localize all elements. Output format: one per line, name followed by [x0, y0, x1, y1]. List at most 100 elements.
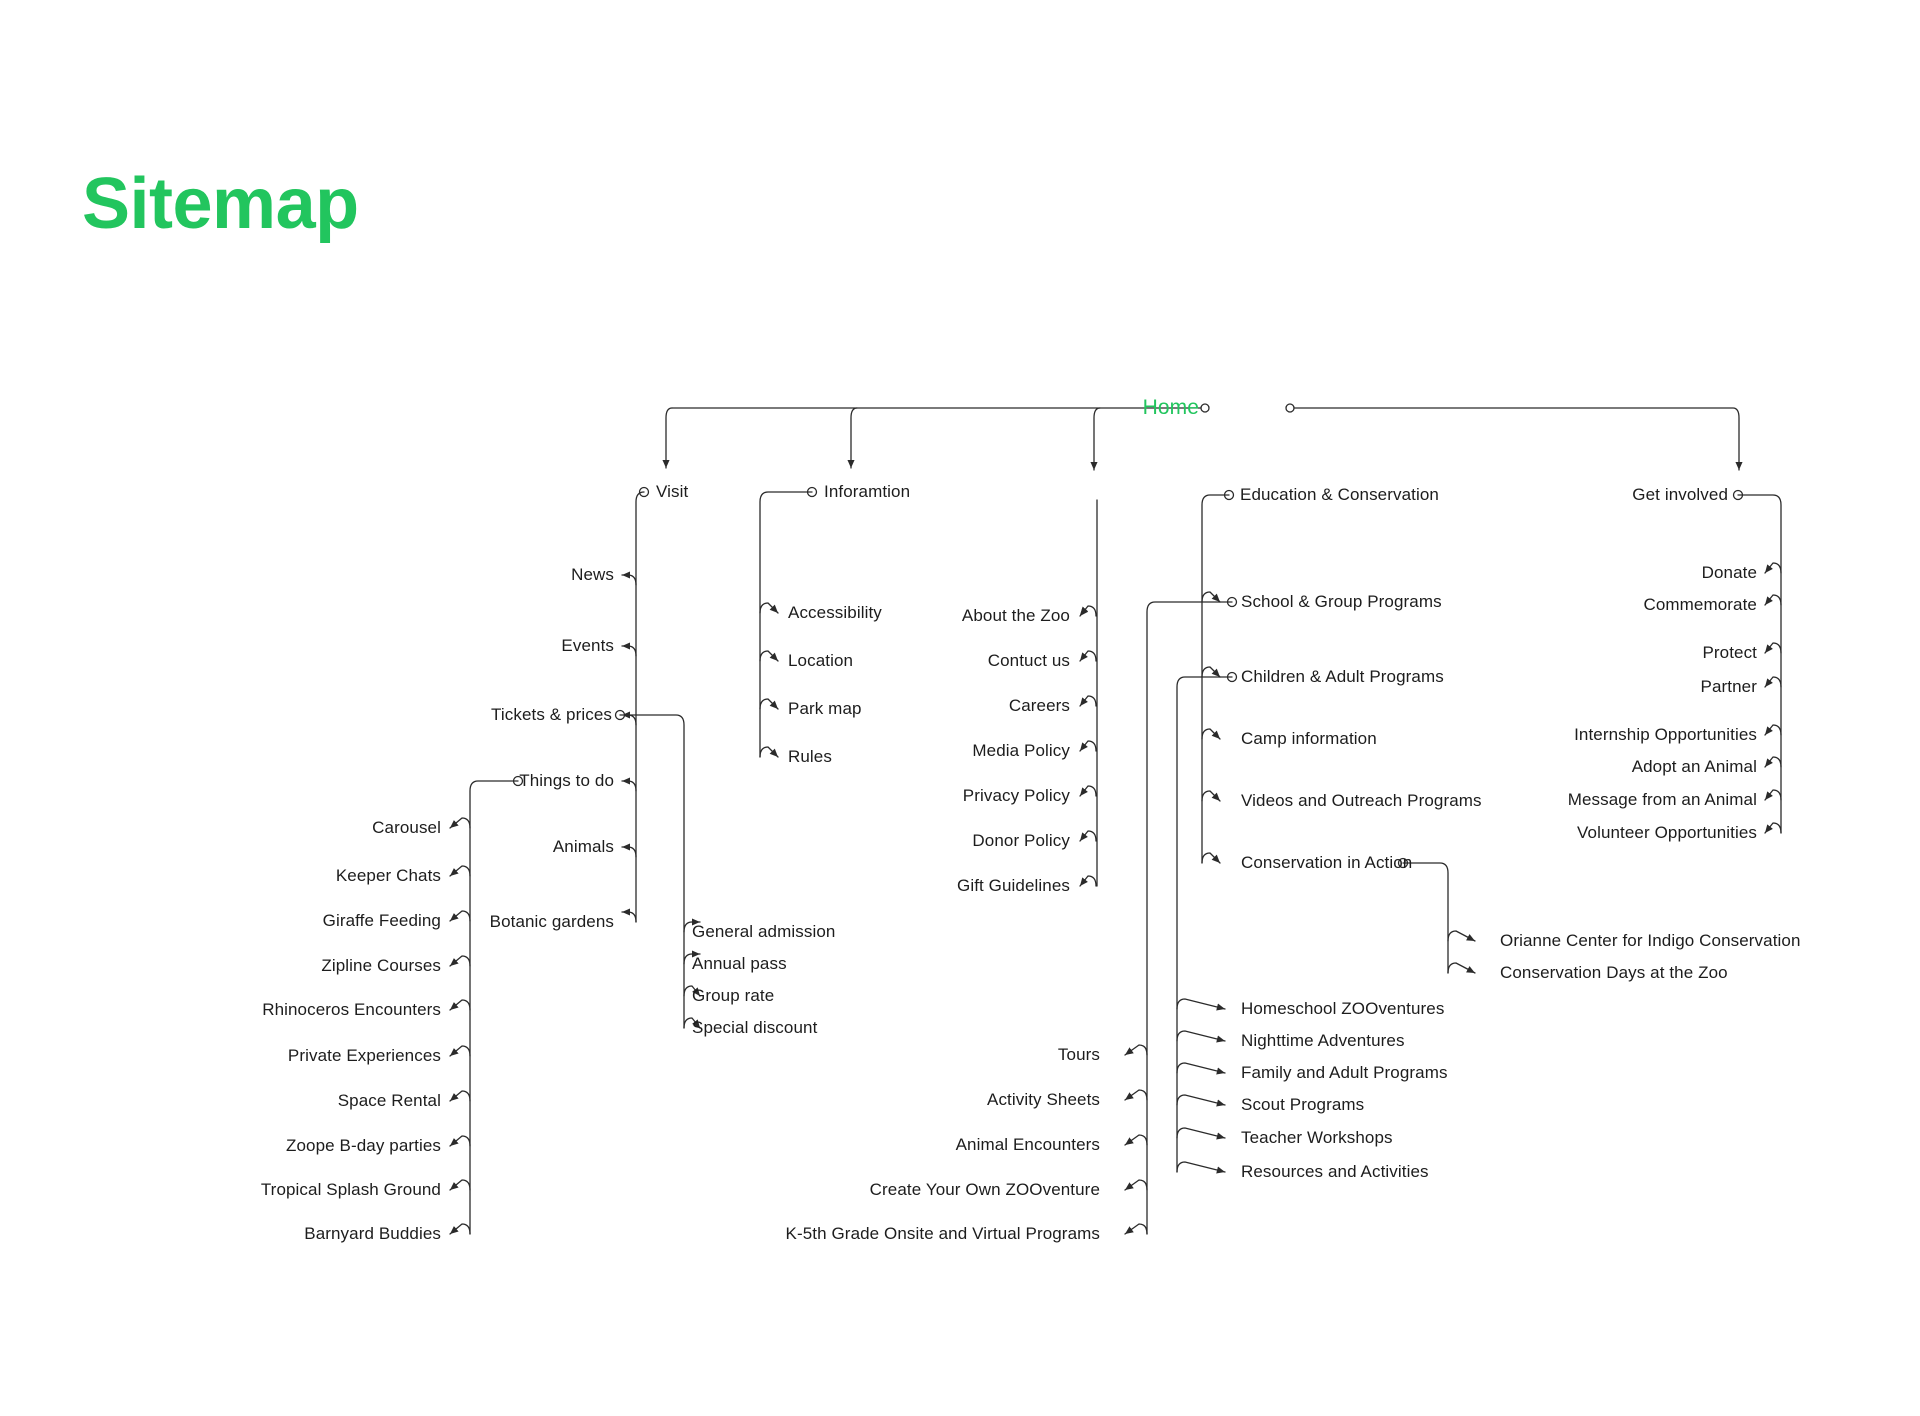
node-orianne-center[interactable]: Orianne Center for Indigo Conservation	[1500, 931, 1801, 950]
connector-things-tropical-splash	[450, 1180, 470, 1190]
connector-things-zipline	[450, 956, 470, 966]
connector-things-barnyard-buddies	[450, 1224, 470, 1234]
node-media-policy[interactable]: Media Policy	[972, 741, 1070, 760]
connector-gi-adopt	[1765, 757, 1781, 767]
node-rhinoceros-encounters[interactable]: Rhinoceros Encounters	[262, 1000, 441, 1019]
node-zipline-courses[interactable]: Zipline Courses	[321, 956, 441, 975]
connector-media-policy	[1080, 741, 1096, 751]
home-node-dot-right	[1285, 403, 1295, 413]
node-nighttime-adventures[interactable]: Nighttime Adventures	[1241, 1031, 1405, 1050]
connector-gift-guidelines	[1080, 876, 1096, 886]
connector-cap-teacher-workshops	[1177, 1128, 1225, 1140]
node-partner[interactable]: Partner	[1700, 677, 1757, 696]
connector-sgp-tours	[1125, 1045, 1147, 1055]
connector-tickets-group-rate	[684, 986, 700, 996]
node-family-adult-programs[interactable]: Family and Adult Programs	[1241, 1063, 1448, 1082]
information-spine-left	[760, 492, 812, 757]
connector-sgp-k5-programs	[1125, 1224, 1147, 1234]
node-videos-outreach-programs[interactable]: Videos and Outreach Programs	[1241, 791, 1482, 810]
node-space-rental[interactable]: Space Rental	[337, 1091, 441, 1110]
education-spine	[1202, 495, 1229, 863]
node-things-to-do[interactable]: Things to do	[519, 771, 614, 790]
connector-gi-commemorate	[1765, 595, 1781, 605]
connector-gi-message	[1765, 790, 1781, 800]
node-park-map[interactable]: Park map	[788, 699, 862, 718]
connector-cia-orianne	[1448, 931, 1475, 941]
connector-sgp-animal-encounters	[1125, 1135, 1147, 1145]
node-events[interactable]: Events	[561, 636, 614, 655]
node-barnyard-buddies[interactable]: Barnyard Buddies	[304, 1224, 441, 1243]
node-location[interactable]: Location	[788, 651, 854, 670]
node-education-conservation[interactable]: Education & Conservation	[1240, 485, 1439, 504]
visit-spine	[636, 492, 644, 922]
node-careers[interactable]: Careers	[1008, 696, 1070, 715]
connector-things-private-experiences	[450, 1046, 470, 1056]
node-tropical-splash-ground[interactable]: Tropical Splash Ground	[260, 1180, 441, 1199]
connector-tickets-general-admission	[684, 918, 700, 932]
children-adult-spine	[1177, 677, 1232, 1172]
connector-edu-school-group	[1202, 592, 1220, 602]
node-activity-sheets[interactable]: Activity Sheets	[987, 1090, 1100, 1109]
node-create-your-own-zooventure[interactable]: Create Your Own ZOOventure	[869, 1180, 1100, 1199]
node-home[interactable]: Home	[1142, 396, 1199, 419]
node-private-experiences[interactable]: Private Experiences	[287, 1046, 441, 1065]
node-conservation-days[interactable]: Conservation Days at the Zoo	[1500, 963, 1728, 982]
node-botanic-gardens[interactable]: Botanic gardens	[489, 912, 614, 931]
node-general-admission[interactable]: General admission	[692, 922, 836, 941]
connector-careers	[1080, 696, 1096, 706]
connector-visit-things-to-do	[622, 777, 636, 791]
node-rules[interactable]: Rules	[788, 747, 832, 766]
node-commemorate[interactable]: Commemorate	[1643, 595, 1757, 614]
connector-info-location	[760, 651, 778, 661]
node-annual-pass[interactable]: Annual pass	[692, 954, 787, 973]
connector-info-rules	[760, 747, 778, 757]
connector-things-space-rental	[450, 1091, 470, 1101]
node-volunteer-opportunities[interactable]: Volunteer Opportunities	[1577, 823, 1757, 842]
node-carousel[interactable]: Carousel	[372, 818, 441, 837]
connector-info-accessibility	[760, 603, 778, 613]
node-accessibility[interactable]: Accessibility	[788, 603, 882, 622]
node-get-involved[interactable]: Get involved	[1632, 485, 1728, 504]
node-news[interactable]: News	[571, 565, 614, 584]
node-visit[interactable]: Visit	[656, 482, 689, 501]
node-internship-opportunities[interactable]: Internship Opportunities	[1574, 725, 1757, 744]
things-to-do-spine	[470, 781, 518, 1234]
node-animals[interactable]: Animals	[552, 837, 614, 856]
node-tickets-prices[interactable]: Tickets & prices	[491, 705, 612, 724]
node-donor-policy[interactable]: Donor Policy	[972, 831, 1070, 850]
node-privacy-policy[interactable]: Privacy Policy	[962, 786, 1070, 805]
node-about-the-zoo[interactable]: About the Zoo	[961, 606, 1070, 625]
node-resources-activities[interactable]: Resources and Activities	[1241, 1162, 1429, 1181]
connector-donor-policy	[1080, 831, 1096, 841]
connector-edu-camp-information	[1202, 729, 1220, 739]
node-gift-guidelines[interactable]: Gift Guidelines	[957, 876, 1070, 895]
node-conservation-in-action[interactable]: Conservation in Action	[1241, 853, 1413, 872]
connector-visit-botanic-gardens	[622, 908, 636, 922]
node-school-group-programs[interactable]: School & Group Programs	[1241, 592, 1442, 611]
connector-visit-animals	[622, 843, 636, 857]
node-donate[interactable]: Donate	[1701, 563, 1757, 582]
node-giraffe-feeding[interactable]: Giraffe Feeding	[322, 911, 441, 930]
node-contact-us[interactable]: Contuct us	[987, 651, 1070, 670]
node-animal-encounters[interactable]: Animal Encounters	[955, 1135, 1100, 1154]
connector-home-to-get-involved	[1290, 408, 1743, 470]
node-protect[interactable]: Protect	[1702, 643, 1757, 662]
node-homeschool-zooventures[interactable]: Homeschool ZOOventures	[1241, 999, 1445, 1018]
node-k5-grade-programs[interactable]: K-5th Grade Onsite and Virtual Programs	[785, 1224, 1100, 1243]
connector-home-to-information	[847, 408, 857, 468]
node-teacher-workshops[interactable]: Teacher Workshops	[1241, 1128, 1393, 1147]
node-adopt-an-animal[interactable]: Adopt an Animal	[1631, 757, 1757, 776]
node-scout-programs[interactable]: Scout Programs	[1241, 1095, 1365, 1114]
node-tours[interactable]: Tours	[1057, 1045, 1100, 1064]
node-camp-information[interactable]: Camp information	[1241, 729, 1377, 748]
node-zoope-bday-parties[interactable]: Zoope B-day parties	[286, 1136, 441, 1155]
node-information[interactable]: Inforamtion	[824, 482, 911, 501]
node-children-adult-programs[interactable]: Children & Adult Programs	[1241, 667, 1444, 686]
node-keeper-chats[interactable]: Keeper Chats	[335, 866, 441, 885]
node-special-discount[interactable]: Special discount	[692, 1018, 818, 1037]
node-group-rate[interactable]: Group rate	[692, 986, 775, 1005]
conservation-in-action-spine	[1403, 863, 1448, 973]
node-message-from-an-animal[interactable]: Message from an Animal	[1567, 790, 1757, 809]
page-title: Sitemap	[82, 164, 359, 244]
